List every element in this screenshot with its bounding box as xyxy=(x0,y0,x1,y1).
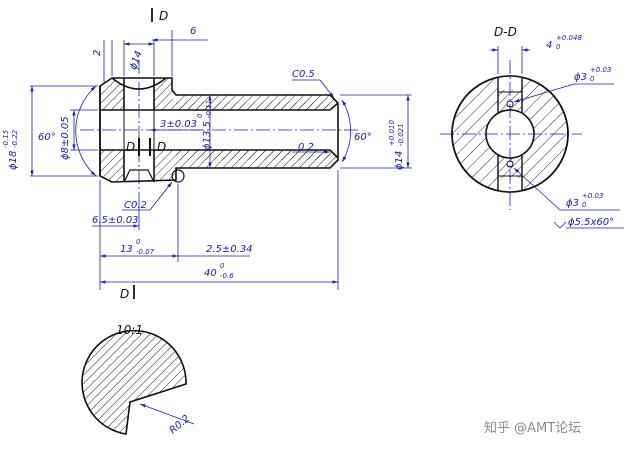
dim-phi135-tol-upper: 0 xyxy=(196,113,204,118)
cutting-plane-bottom: D xyxy=(120,285,135,301)
dim-6: 6 xyxy=(190,26,196,37)
section-mark-bottom: D xyxy=(120,287,129,301)
dim-c05: C0.5 xyxy=(292,69,315,80)
watermark: 知乎 @AMT论坛 xyxy=(484,420,581,436)
dim-phi3-top-tol-upper: +0.03 xyxy=(590,66,611,74)
dim-len-40-tol-lower: -0.6 xyxy=(220,272,234,280)
dim-phi8: ϕ8±0.05 xyxy=(60,116,71,160)
section-mark-hole-right: D xyxy=(157,140,166,154)
section-mark-top: D xyxy=(159,9,168,23)
dim-phi3-bottom: ϕ3 xyxy=(566,198,579,209)
main-view-hatched-walls xyxy=(100,78,338,182)
dim-phi135-tol-lower: -0.11 xyxy=(205,100,213,118)
dim-len-40-tol-upper: 0 xyxy=(220,262,225,270)
section-view-title: D-D xyxy=(494,25,517,39)
detail-view: 10:1 R0.2 xyxy=(81,323,195,436)
dim-len-13-tol-upper: 0 xyxy=(136,238,141,246)
main-view-centerlines xyxy=(80,60,360,200)
dim-phi3-top: ϕ3 xyxy=(574,72,587,83)
section-mark-hole-left: D xyxy=(126,140,135,154)
dim-len-13-tol-lower: -0.07 xyxy=(136,248,155,256)
dim-phi3-bottom-tol-lower: 0 xyxy=(582,201,587,209)
dim-radius: R0.2 xyxy=(168,413,193,436)
dim-offset-3: 3±0.03 xyxy=(160,119,197,130)
dim-len-13: 13 xyxy=(120,244,133,255)
section-view-dd: D-D xyxy=(440,25,624,229)
main-view-dimension-lines xyxy=(30,30,412,290)
dim-phi18-tol-lower: -0.22 xyxy=(11,129,19,148)
dim-phi3-top-tol-lower: 0 xyxy=(590,75,595,83)
dim-phi14-right-tol-upper: +0.010 xyxy=(388,120,396,146)
dim-len-40: 40 xyxy=(204,268,217,279)
dim-countersink: ϕ5.5x60° xyxy=(568,217,614,228)
cutting-plane-top: D xyxy=(151,8,168,23)
dim-slot-4: 4 xyxy=(546,40,552,51)
dim-phi14-right-tol-lower: -0.021 xyxy=(397,123,405,146)
dim-phi14-right: ϕ14 xyxy=(394,151,405,170)
dim-angle-right: 60° xyxy=(354,132,372,143)
dim-phi14-top: ϕ14 xyxy=(128,49,145,71)
dim-c02: C0.2 xyxy=(124,200,147,211)
dim-phi135: ϕ13.5 xyxy=(202,121,213,150)
dim-len-6-5: 6.5±0.03 xyxy=(92,215,139,226)
main-section-view: D D D D xyxy=(2,8,412,301)
dim-phi3-bottom-tol-upper: +0.03 xyxy=(582,192,603,200)
dim-angle-left: 60° xyxy=(38,132,56,143)
dim-2: 2 xyxy=(92,50,103,56)
dim-slot-4-tol-upper: +0.048 xyxy=(556,34,582,42)
dim-phi18-tol-upper: -0.15 xyxy=(2,129,10,148)
dim-0-2: 0.2 xyxy=(298,142,314,153)
dim-phi18: ϕ18 xyxy=(8,151,19,170)
dim-len-2-5: 2.5±0.34 xyxy=(206,244,253,255)
dim-slot-4-tol-lower: 0 xyxy=(556,43,561,51)
